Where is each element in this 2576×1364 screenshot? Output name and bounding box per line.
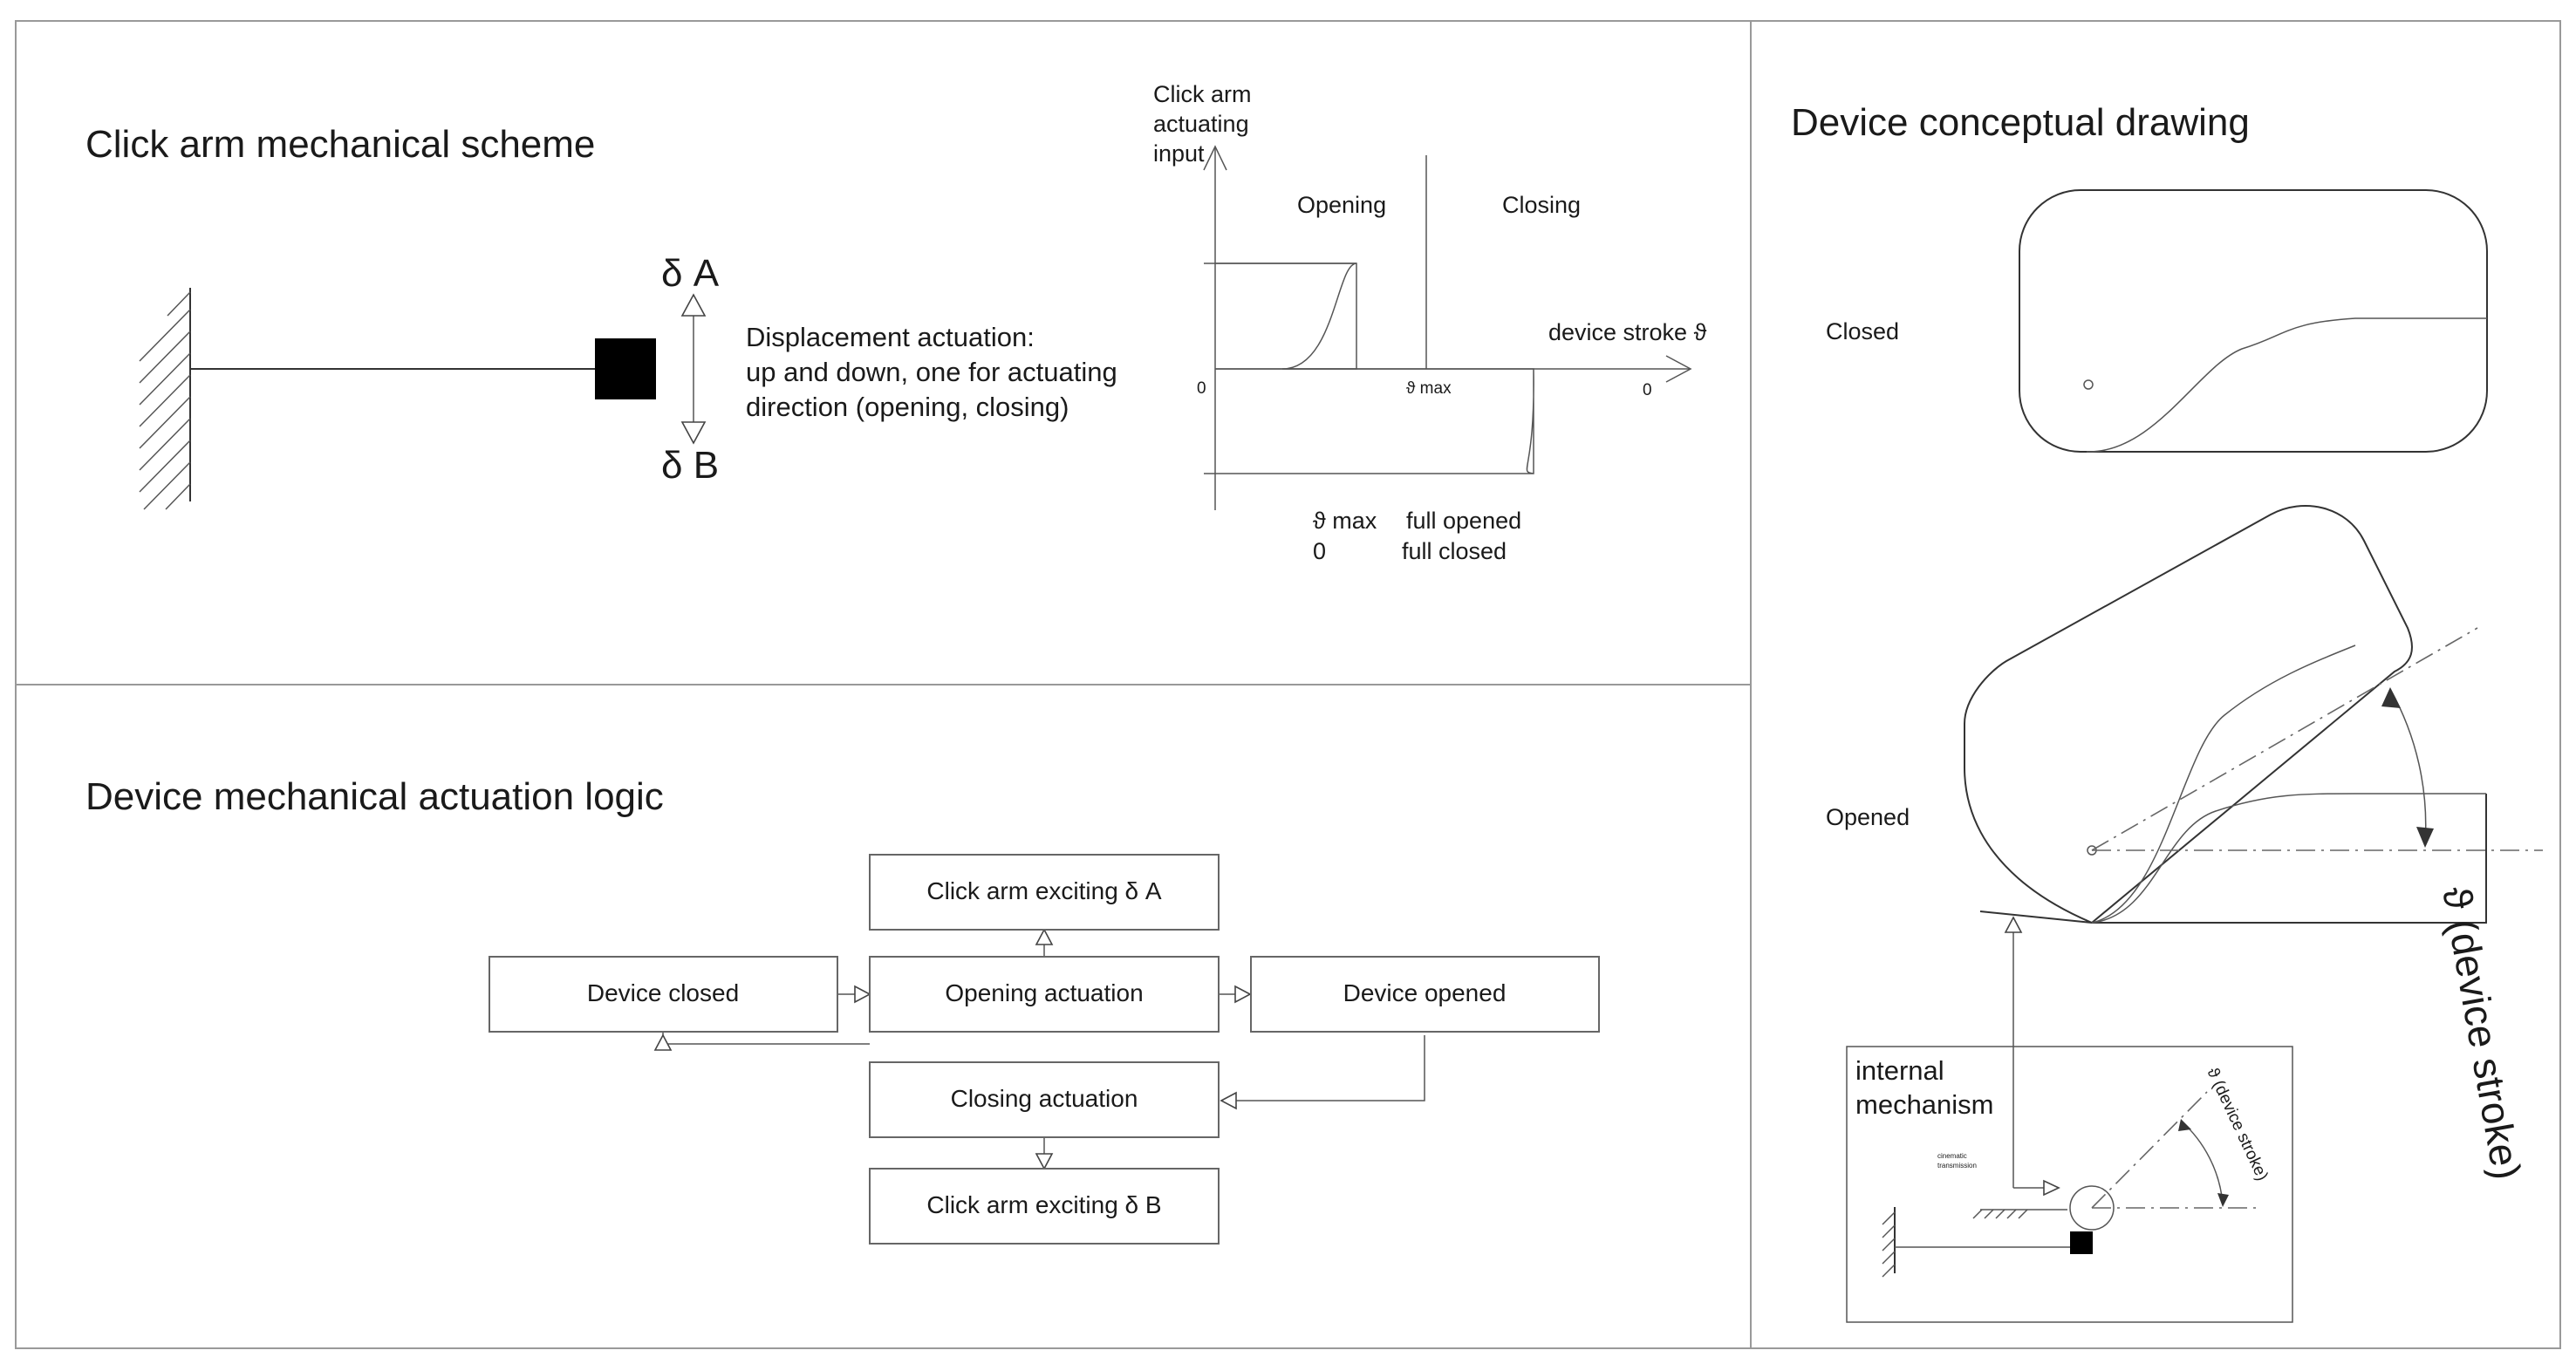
logic-title: Device mechanical actuation logic xyxy=(85,775,664,818)
mech-arm-mass xyxy=(2070,1231,2093,1254)
box-device-opened-label: Device opened xyxy=(1343,979,1507,1006)
device-opened-body xyxy=(1964,505,2487,924)
arrow-to-click-a-icon xyxy=(1035,928,1054,945)
mech-small-label-1: cinematic xyxy=(1937,1152,1967,1160)
mech-wall-hatch xyxy=(1882,1211,1896,1278)
displacement-text-line-2: up and down, one for actuating xyxy=(746,357,1117,387)
wall-hatch xyxy=(139,288,191,510)
connector-opened-to-closing xyxy=(1221,1035,1425,1101)
legend-symbol-2: 0 xyxy=(1313,538,1326,564)
opening-curve xyxy=(1204,263,1357,370)
scheme-title: Click arm mechanical scheme xyxy=(85,123,595,166)
mech-ground-hatch xyxy=(1972,1209,2028,1219)
graph-theta-max-tick: ϑ max xyxy=(1406,379,1452,398)
legend-value-1: full opened xyxy=(1406,508,1521,534)
graph-opening-label: Opening xyxy=(1297,192,1386,218)
mech-small-label-2: transmission xyxy=(1937,1162,1977,1170)
internal-mechanism-box xyxy=(1846,1046,2293,1323)
closing-curve xyxy=(1204,368,1534,474)
drawing-title: Device conceptual drawing xyxy=(1791,101,2250,144)
delta-b-label: δ B xyxy=(661,444,719,487)
box-opening-actuation-label: Opening actuation xyxy=(945,979,1143,1006)
graph-y-label-line-3: input xyxy=(1153,140,1205,167)
mech-title-line-2: mechanism xyxy=(1855,1089,1994,1120)
mech-connector-arrow-icon xyxy=(2004,916,2023,933)
mech-angle-arrow-top-icon xyxy=(2178,1119,2191,1131)
stroke-label: ϑ (device stroke) xyxy=(2434,883,2530,1183)
box-opening-actuation xyxy=(869,956,1220,1033)
panel-frames xyxy=(15,20,2561,1349)
actuation-graph: Click arm actuating input Opening Closin… xyxy=(1153,81,1707,564)
click-arm-scheme: δ A δ B Displacement actuation: up and d… xyxy=(139,252,1117,510)
device-opened-arm-curve xyxy=(2091,644,2356,924)
mech-angle-arrow-bottom-icon xyxy=(2217,1193,2229,1207)
closed-label: Closed xyxy=(1826,318,1899,344)
graph-y-arrow-icon xyxy=(1203,145,1227,171)
click-arm-mass xyxy=(595,338,656,399)
box-click-arm-b xyxy=(869,1168,1220,1245)
box-closing-actuation xyxy=(869,1061,1220,1138)
box-device-closed xyxy=(489,956,838,1033)
box-click-arm-a-label: Click arm exciting δ A xyxy=(926,877,1162,904)
graph-x-arrow-icon xyxy=(1665,355,1692,383)
actuation-flowchart: Click arm exciting δ A Device closed Ope… xyxy=(489,854,1600,1245)
device-drawing: Closed Opened ϑ (device stroke) internal… xyxy=(1826,189,2543,1323)
arrow-up-icon xyxy=(680,293,707,317)
graph-zero-right: 0 xyxy=(1643,381,1652,399)
delta-a-label: δ A xyxy=(661,252,720,295)
box-click-arm-a xyxy=(869,854,1220,931)
box-device-opened xyxy=(1250,956,1600,1033)
stroke-angle-arc xyxy=(2389,688,2427,845)
graph-closing-label: Closing xyxy=(1502,192,1581,218)
graph-x-label: device stroke ϑ xyxy=(1548,319,1707,345)
displacement-text-line-1: Displacement actuation: xyxy=(746,322,1035,352)
angle-arrow-bottom-icon xyxy=(2416,827,2434,848)
mech-pivot-circle xyxy=(2069,1185,2115,1231)
graph-y-label-line-1: Click arm xyxy=(1153,81,1252,107)
box-device-closed-label: Device closed xyxy=(587,979,739,1006)
mech-input-arrow-icon xyxy=(2043,1179,2060,1197)
arrow-to-opened-icon xyxy=(1234,985,1252,1004)
opened-label: Opened xyxy=(1826,804,1910,830)
graph-y-label-line-2: actuating xyxy=(1153,111,1249,137)
arrow-down-icon xyxy=(680,421,707,445)
legend-value-2: full closed xyxy=(1402,538,1507,564)
arrow-to-closing-icon xyxy=(1220,1091,1237,1110)
mech-angle-arc xyxy=(2180,1120,2224,1204)
mech-arm-beam xyxy=(1895,1237,2086,1248)
box-click-arm-b-label: Click arm exciting δ B xyxy=(926,1191,1161,1218)
arrow-to-closed-icon xyxy=(653,1033,673,1051)
device-opened-angle-line xyxy=(2091,627,2478,851)
arrow-to-click-b-icon xyxy=(1035,1153,1054,1170)
legend-symbol-1: ϑ max xyxy=(1313,508,1377,534)
angle-arrow-top-icon xyxy=(2381,687,2401,708)
arrow-to-opening-icon xyxy=(854,985,871,1004)
mech-title-line-1: internal xyxy=(1855,1055,1944,1086)
displacement-text-line-3: direction (opening, closing) xyxy=(746,392,1069,422)
device-closed-body xyxy=(2019,189,2488,453)
mech-angle-line xyxy=(2091,1091,2208,1209)
graph-zero-left: 0 xyxy=(1197,379,1206,398)
device-closed-pivot xyxy=(2083,379,2094,390)
device-opened-curve xyxy=(2091,793,2486,924)
device-closed-curve xyxy=(2086,317,2487,453)
box-closing-actuation-label: Closing actuation xyxy=(951,1085,1138,1112)
